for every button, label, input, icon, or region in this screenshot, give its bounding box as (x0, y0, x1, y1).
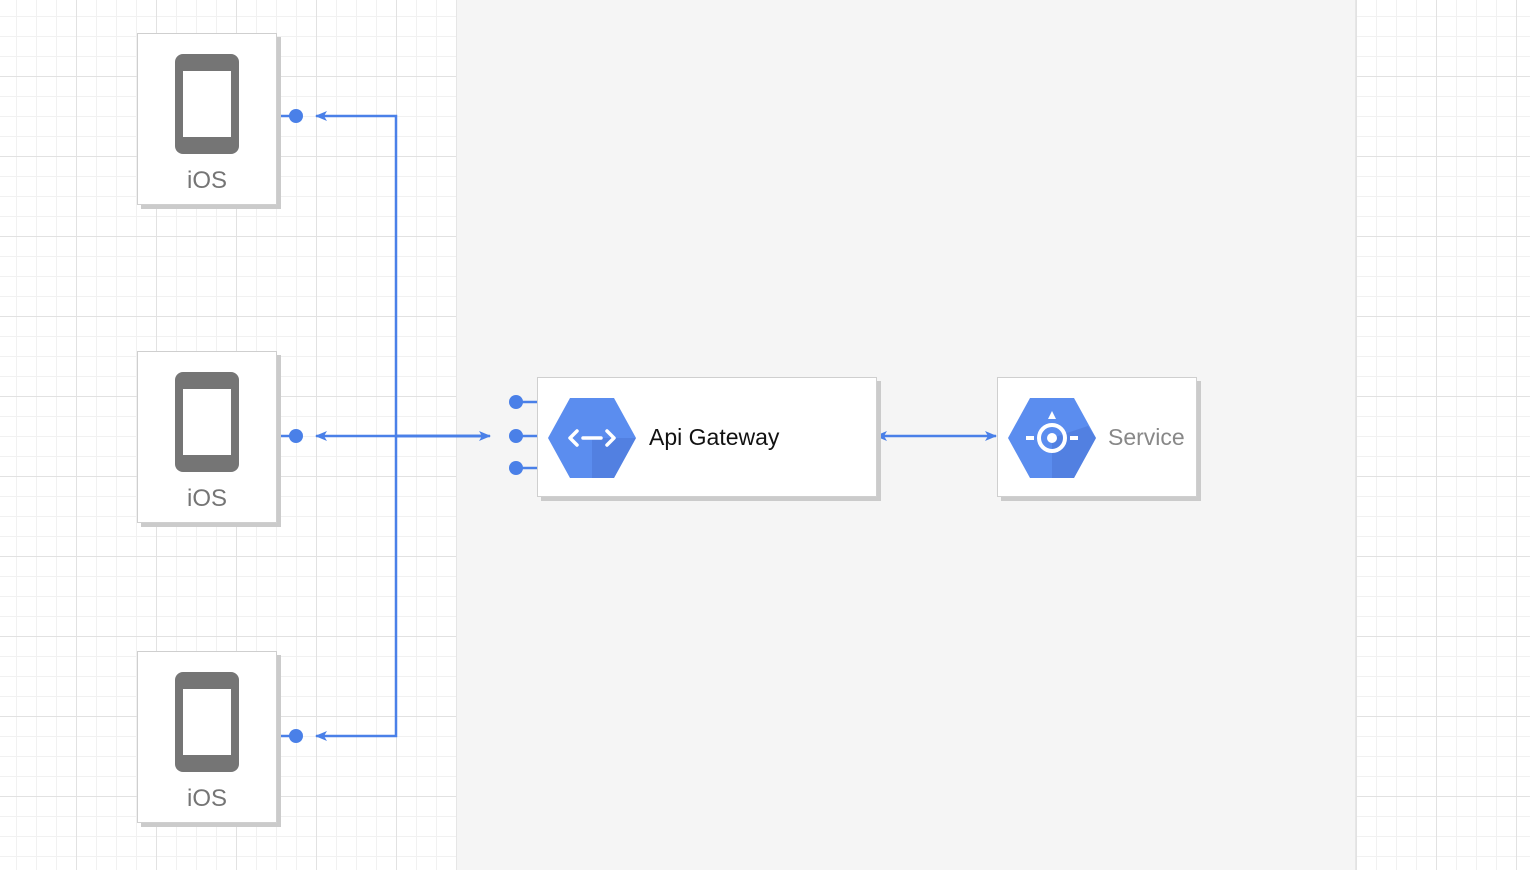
ios-device-node[interactable]: iOS (137, 651, 277, 823)
service-node[interactable]: Service (997, 377, 1197, 497)
port-dot-gateway-3[interactable] (509, 461, 523, 475)
phone-icon (175, 54, 239, 154)
connector-device-1[interactable] (315, 111, 487, 438)
port-dot-gateway-1[interactable] (509, 395, 523, 409)
connector-device-3[interactable] (315, 434, 487, 741)
port-dot-gateway-2[interactable] (509, 429, 523, 443)
ios-device-node[interactable]: iOS (137, 33, 277, 205)
port-dot-device-2[interactable] (289, 429, 303, 443)
device-label: iOS (186, 167, 227, 194)
device-label: iOS (186, 485, 227, 512)
app-engine-icon (1008, 398, 1096, 478)
device-label: iOS (186, 785, 227, 812)
port-dot-device-1[interactable] (289, 109, 303, 123)
api-gateway-icon (548, 398, 636, 478)
api-gateway-label: Api Gateway (649, 424, 780, 450)
service-label: Service (1108, 424, 1185, 450)
ios-device-node[interactable]: iOS (137, 351, 277, 523)
phone-icon (175, 672, 239, 772)
api-gateway-node[interactable]: Api Gateway (537, 377, 877, 497)
port-dot-device-3[interactable] (289, 729, 303, 743)
phone-icon (175, 372, 239, 472)
